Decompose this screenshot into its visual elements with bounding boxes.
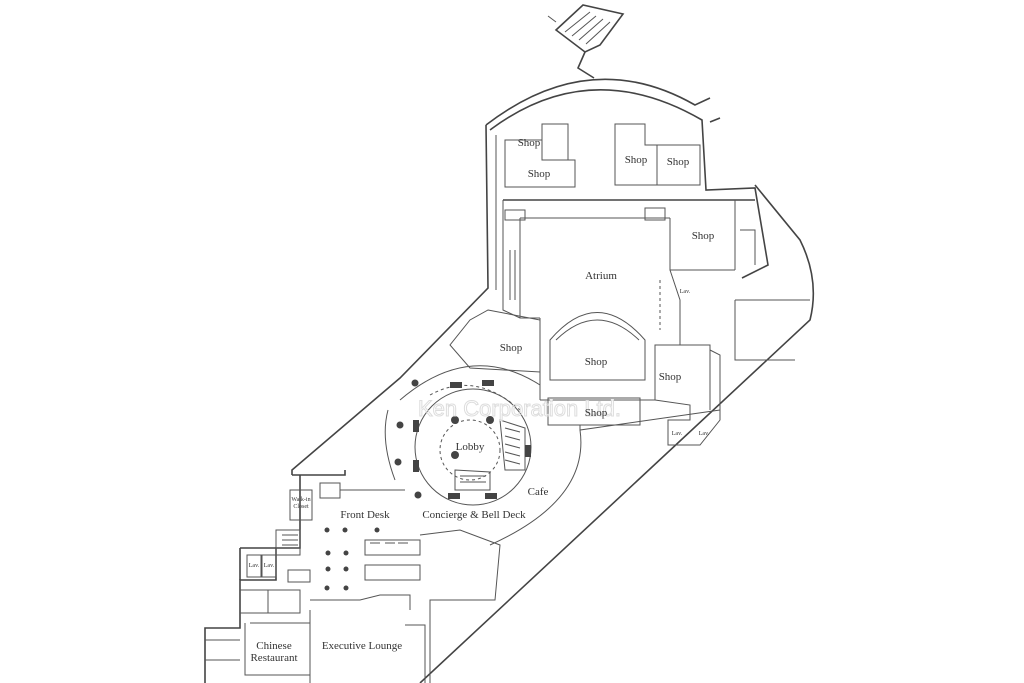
shop-label: Shop — [692, 230, 715, 242]
room-labels: Shop Shop Shop Shop Shop Shop Shop Shop … — [249, 137, 715, 664]
chinese-restaurant-label: Restaurant — [250, 652, 297, 664]
restaurant-lounge-area — [205, 589, 426, 683]
atrium-block — [502, 199, 756, 426]
lobby-label: Lobby — [456, 441, 485, 453]
executive-lounge-label: Executive Lounge — [322, 640, 402, 652]
lav-label: Lav. — [249, 563, 260, 569]
lobby-rotunda — [384, 365, 582, 546]
lav-label: Lav. — [699, 431, 710, 437]
cafe-label: Cafe — [528, 486, 549, 498]
walk-in-closet-label: Closet — [293, 504, 309, 510]
lav-label: Lav. — [680, 289, 691, 295]
front-desk-label: Front Desk — [340, 509, 390, 521]
outer-walls — [204, 4, 815, 683]
chinese-restaurant-label: Chinese — [256, 640, 292, 652]
concierge-label: Concierge & Bell Deck — [422, 509, 526, 521]
front-desk-area — [246, 482, 501, 683]
lav-label: Lav. — [264, 563, 275, 569]
walk-in-closet-label: Walk-in — [291, 497, 310, 503]
shop-label: Shop — [528, 168, 551, 180]
shop-label: Shop — [667, 156, 690, 168]
shop-label: Shop — [500, 342, 523, 354]
shop-label: Shop — [518, 137, 541, 149]
watermark: Ken Corporation Ltd. — [418, 396, 621, 421]
shop-label: Shop — [585, 356, 608, 368]
atrium-label: Atrium — [585, 270, 617, 282]
shop-label: Shop — [659, 371, 682, 383]
shop-label: Shop — [585, 407, 608, 419]
shops-north — [504, 123, 701, 188]
lav-label: Lav. — [672, 431, 683, 437]
shop-label: Shop — [625, 154, 648, 166]
